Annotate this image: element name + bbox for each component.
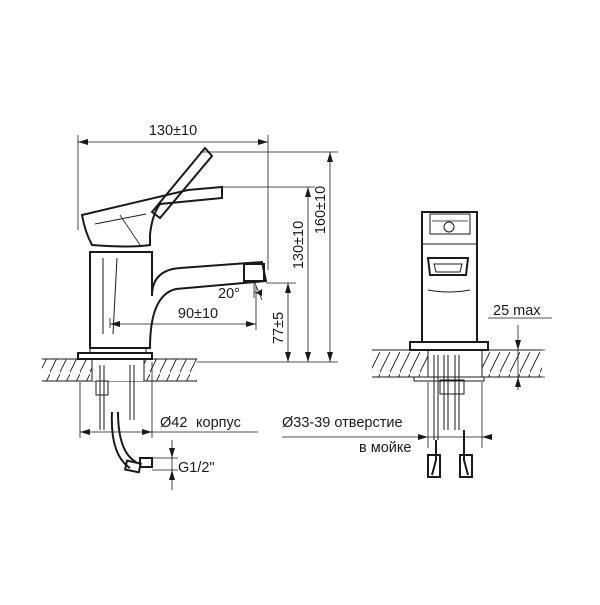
front-hoses bbox=[427, 355, 473, 478]
label-hole-line2: в мойке bbox=[359, 440, 411, 456]
dim-height-spout: 130±10 bbox=[222, 186, 315, 362]
front-view: 25 max Ø33-39 отверстие в мойке bbox=[282, 211, 552, 478]
label-body-word: корпус bbox=[196, 415, 241, 431]
dim-height-total: 160±10 bbox=[197, 151, 338, 363]
label-spout-height: 77±5 bbox=[271, 312, 287, 344]
front-body bbox=[421, 211, 478, 342]
label-connection: G1/2" bbox=[178, 460, 215, 476]
side-hoses bbox=[95, 365, 153, 474]
label-spout-reach: 90±10 bbox=[178, 306, 218, 322]
dim-spout-height: 77±5 bbox=[266, 282, 296, 362]
front-countertop bbox=[372, 349, 542, 378]
dim-spout-angle: 20° bbox=[218, 280, 263, 302]
dim-hole-diameter: Ø33-39 отверстие в мойке bbox=[282, 382, 492, 456]
dim-body-diameter: Ø42 корпус bbox=[79, 362, 258, 438]
dim-spout-reach: 90±10 bbox=[109, 286, 257, 330]
label-body-diameter: Ø42 bbox=[160, 415, 187, 431]
dim-width-total: 130±10 bbox=[77, 123, 269, 270]
side-view: 130±10 160±10 130±10 77±5 bbox=[42, 123, 338, 490]
side-body bbox=[89, 251, 268, 349]
side-lever-handle bbox=[80, 146, 223, 248]
side-base-flange bbox=[77, 347, 153, 360]
label-width-total: 130±10 bbox=[149, 123, 197, 139]
label-spout-angle: 20° bbox=[218, 286, 240, 302]
side-countertop bbox=[42, 358, 197, 382]
label-hole-line1: Ø33-39 отверстие bbox=[282, 415, 403, 431]
dim-counter-thickness: 25 max bbox=[488, 303, 552, 390]
front-base bbox=[409, 341, 489, 382]
label-counter-thickness: 25 max bbox=[493, 303, 541, 319]
side-spout-tip bbox=[243, 263, 265, 282]
dim-connection: G1/2" bbox=[152, 440, 215, 490]
label-height-total: 160±10 bbox=[313, 186, 329, 234]
label-height-spout: 130±10 bbox=[291, 221, 307, 269]
